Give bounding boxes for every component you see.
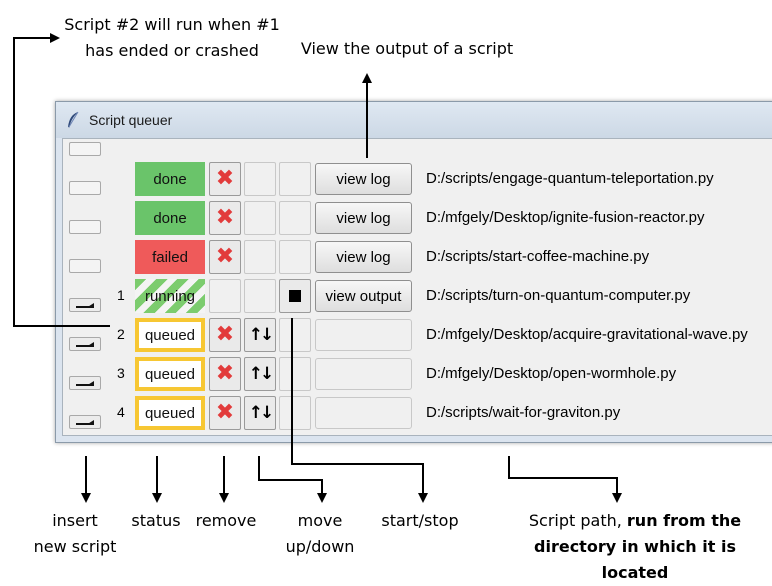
script-path: D:/mfgely/Desktop/acquire-gravitational-…	[426, 326, 748, 343]
up-down-arrows-icon: ↑↓	[248, 325, 274, 345]
status-badge: running	[135, 279, 205, 313]
output-button-empty	[315, 397, 412, 429]
script-queuer-window: Script queuer done ✖ view log D:/scripts/en…	[55, 101, 772, 443]
start-stop-button	[279, 396, 311, 430]
annotation-chain-line2: has ended or crashed	[85, 41, 259, 60]
output-button-empty	[315, 358, 412, 390]
move-up-down-button	[244, 201, 276, 235]
start-stop-button	[279, 240, 311, 274]
queue-panel: done ✖ view log D:/scripts/engage-quantum-t…	[62, 138, 772, 436]
move-up-down-button[interactable]: ↑↓	[244, 396, 276, 430]
annotation-path-bold2: directory in which it is located	[534, 537, 736, 582]
remove-button[interactable]: ✖	[209, 162, 241, 196]
remove-button	[209, 279, 241, 313]
script-path: D:/scripts/wait-for-graviton.py	[426, 404, 621, 421]
annotation-view-output: View the output of a script	[300, 39, 514, 58]
move-up-down-button	[244, 240, 276, 274]
annotation-remove: remove	[195, 511, 257, 530]
status-badge: queued	[135, 318, 205, 352]
title-bar[interactable]: Script queuer	[56, 102, 772, 138]
script-path: D:/scripts/start-coffee-machine.py	[426, 248, 650, 265]
arrow-move	[258, 456, 327, 503]
annotation-move-line1: move	[297, 511, 343, 530]
queue-number: 2	[117, 326, 125, 342]
annotation-path: Script path, run from the directory in w…	[500, 508, 770, 586]
annotation-path-line2: directory in which it is located	[500, 534, 770, 586]
remove-button[interactable]: ✖	[209, 396, 241, 430]
status-badge: queued	[135, 357, 205, 391]
insert-script-button[interactable]	[69, 415, 101, 429]
queue-number: 4	[117, 404, 125, 420]
start-stop-button	[279, 201, 311, 235]
remove-button[interactable]: ✖	[209, 318, 241, 352]
move-up-down-button	[244, 279, 276, 313]
queue-number: 3	[117, 365, 125, 381]
view-log-button[interactable]: view log	[315, 202, 412, 234]
move-up-down-button[interactable]: ↑↓	[244, 357, 276, 391]
queue-number: 1	[117, 287, 125, 303]
up-down-arrows-icon: ↑↓	[248, 364, 274, 384]
status-badge: failed	[135, 240, 205, 274]
close-x-icon: ✖	[215, 166, 235, 191]
insert-script-button[interactable]	[69, 259, 101, 273]
feather-icon	[68, 111, 79, 128]
annotation-move-line2: up/down	[285, 537, 355, 556]
arrow-path	[508, 456, 622, 503]
view-log-button[interactable]: view log	[315, 241, 412, 273]
start-stop-button	[279, 357, 311, 391]
stop-square-icon	[289, 290, 301, 302]
window-title: Script queuer	[89, 112, 173, 128]
move-up-down-button	[244, 162, 276, 196]
start-stop-button	[279, 162, 311, 196]
script-path: D:/mfgely/Desktop/ignite-fusion-reactor.…	[426, 209, 705, 226]
annotation-startstop: start/stop	[381, 511, 459, 530]
status-badge: done	[135, 162, 205, 196]
start-stop-button	[279, 318, 311, 352]
annotation-path-bold1: run from the	[626, 511, 742, 530]
annotation-insert: insert new script	[30, 508, 120, 560]
close-x-icon: ✖	[215, 361, 235, 386]
status-badge: done	[135, 201, 205, 235]
script-path: D:/scripts/engage-quantum-teleportation.…	[426, 170, 714, 187]
up-down-arrows-icon: ↑↓	[248, 403, 274, 423]
script-path: D:/scripts/turn-on-quantum-computer.py	[426, 287, 691, 304]
annotation-status: status	[131, 511, 181, 530]
annotation-insert-line2: new script	[33, 537, 117, 556]
output-button-empty	[315, 319, 412, 351]
move-up-down-button[interactable]: ↑↓	[244, 318, 276, 352]
close-x-icon: ✖	[215, 400, 235, 425]
annotation-chain: Script #2 will run when #1 has ended or …	[42, 12, 302, 64]
annotation-path-line1: Script path, run from the	[500, 508, 770, 534]
view-log-button[interactable]: view log	[315, 163, 412, 195]
remove-button[interactable]: ✖	[209, 357, 241, 391]
script-path: D:/mfgely/Desktop/open-wormhole.py	[426, 365, 677, 382]
insert-script-button[interactable]	[69, 142, 101, 156]
status-badge: queued	[135, 396, 205, 430]
start-stop-button[interactable]	[279, 279, 311, 313]
insert-script-button[interactable]	[69, 220, 101, 234]
close-x-icon: ✖	[215, 244, 235, 269]
annotation-move: move up/down	[280, 508, 360, 560]
annotation-chain-line1: Script #2 will run when #1	[64, 15, 280, 34]
close-x-icon: ✖	[215, 322, 235, 347]
insert-script-button[interactable]	[69, 376, 101, 390]
remove-button[interactable]: ✖	[209, 201, 241, 235]
close-x-icon: ✖	[215, 205, 235, 230]
annotation-path-plain: Script path,	[528, 511, 622, 530]
annotation-insert-line1: insert	[52, 511, 98, 530]
insert-script-button[interactable]	[69, 181, 101, 195]
insert-script-button[interactable]	[69, 337, 101, 351]
remove-button[interactable]: ✖	[209, 240, 241, 274]
insert-script-button[interactable]	[69, 298, 101, 312]
view-log-button[interactable]: view output	[315, 280, 412, 312]
